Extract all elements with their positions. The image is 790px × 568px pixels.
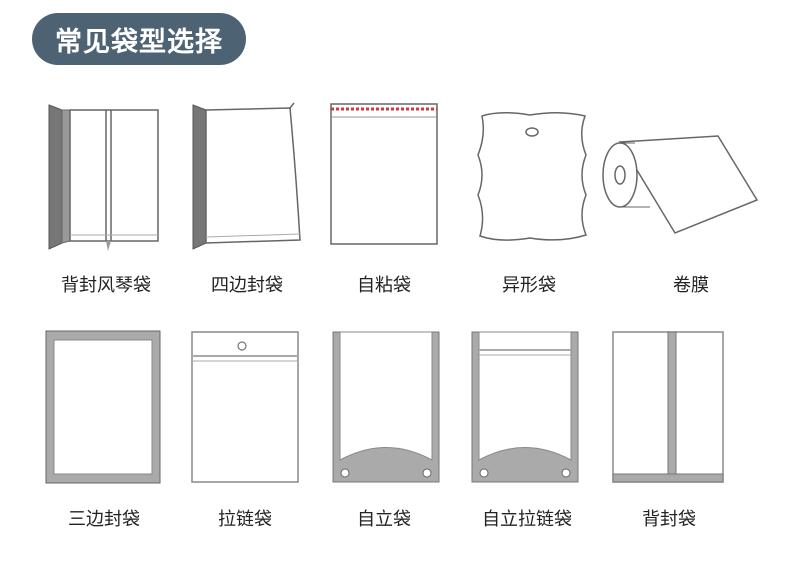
back-seal-bag-icon: [611, 330, 727, 486]
bag-type-label: 背封风琴袋: [61, 275, 151, 296]
bag-type-label: 背封袋: [642, 509, 696, 530]
back-seal-gusset-bag-icon: [46, 103, 166, 253]
bag-type-label: 三边封袋: [68, 509, 140, 530]
stand-up-pouch-icon: [331, 330, 443, 486]
bag-type-label: 卷膜: [673, 275, 709, 296]
stand-up-zipper-pouch-icon: [470, 330, 582, 486]
bag-type-label: 自立拉链袋: [482, 509, 572, 530]
self-adhesive-bag-icon: [330, 103, 440, 248]
three-side-seal-bag-icon: [44, 328, 164, 488]
bag-type-label: 四边封袋: [211, 275, 283, 296]
bag-type-label: 自粘袋: [357, 275, 411, 296]
bag-type-label: 异形袋: [502, 275, 556, 296]
shaped-bag-icon: [470, 110, 595, 245]
four-side-seal-bag-icon: [190, 102, 310, 253]
bag-type-label: 拉链袋: [218, 509, 272, 530]
page-title: 常见袋型选择: [32, 13, 246, 65]
roll-film-icon: [600, 130, 760, 240]
zipper-bag-icon: [190, 330, 302, 486]
bag-type-label: 自立袋: [357, 509, 411, 530]
